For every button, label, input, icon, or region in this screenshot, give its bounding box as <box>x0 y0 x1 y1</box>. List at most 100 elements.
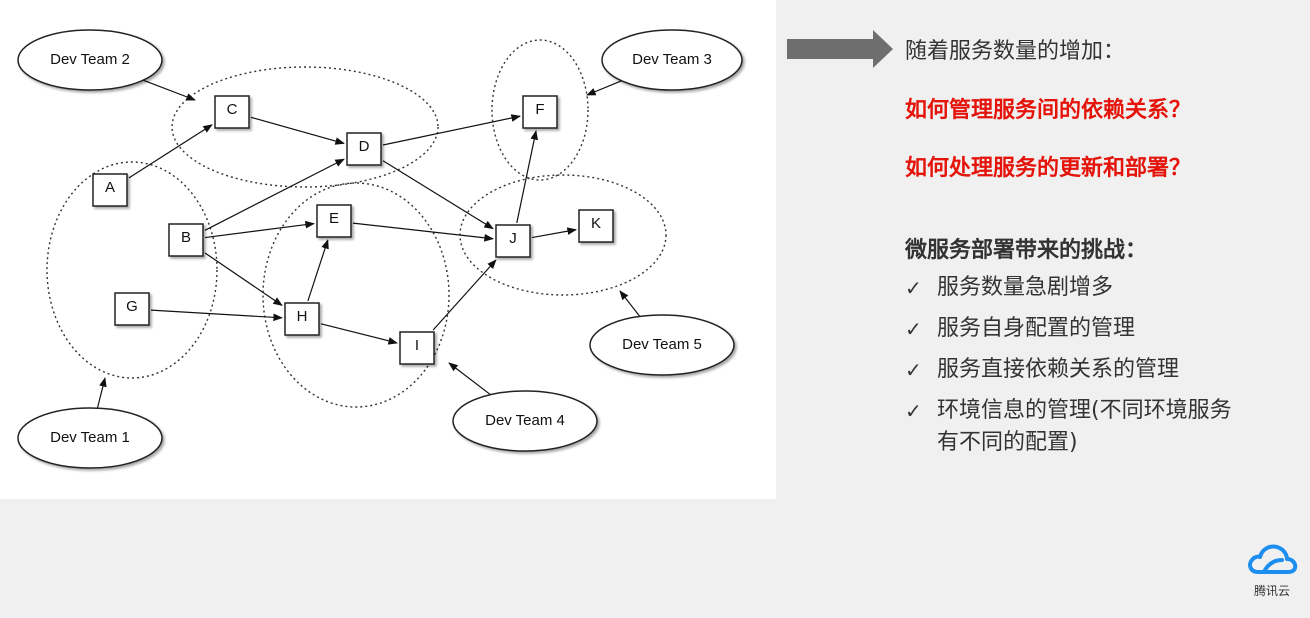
service-node-J: J <box>495 224 531 258</box>
team-groups <box>46 39 667 408</box>
service-node-A: A <box>92 173 128 207</box>
team-label: Dev Team 3 <box>632 51 712 68</box>
edge-J-F <box>516 130 539 224</box>
dev-teams: Dev Team 1 Dev Team 2 Dev Team 3 Dev Team 4… <box>17 29 743 469</box>
question-deployment: 如何处理服务的更新和部署？ <box>905 156 1192 181</box>
node-box <box>92 173 128 207</box>
node-label: F <box>535 101 544 118</box>
dev-team2: Dev Team 2 <box>17 29 163 91</box>
dev-team4: Dev Team 4 <box>452 390 598 452</box>
team-ellipse <box>452 390 598 452</box>
edge-C-D <box>250 116 345 145</box>
team-ellipse <box>601 29 743 91</box>
check-icon: ✓ <box>905 358 922 382</box>
node-label: K <box>591 215 601 232</box>
edge-team4-group4 <box>448 362 491 396</box>
node-label: E <box>329 210 339 227</box>
node-box <box>578 209 614 243</box>
dev-team3: Dev Team 3 <box>601 29 743 91</box>
edge-team1-group1 <box>96 377 107 409</box>
node-box <box>346 132 382 166</box>
challenge-text: 服务数量急剧增多 <box>937 275 1114 300</box>
team-group-boundary <box>459 174 667 296</box>
challenge-text: 环境信息的管理(不同环境服务有不同的配置) <box>937 398 1232 455</box>
node-box <box>214 95 250 129</box>
service-node-D: D <box>346 132 382 166</box>
team-group-boundary <box>46 161 218 379</box>
node-label: I <box>415 337 419 354</box>
check-icon: ✓ <box>905 399 922 423</box>
logo-text: 腾讯云 <box>1253 584 1290 598</box>
dev-team1: Dev Team 1 <box>17 407 163 469</box>
node-label: C <box>227 101 238 118</box>
edge-I-J <box>432 259 497 331</box>
question-dependency: 如何管理服务间的依赖关系？ <box>905 98 1192 123</box>
team-group-boundary <box>171 66 439 188</box>
team-group-boundary <box>262 182 450 408</box>
edge-team3-group3 <box>586 80 622 96</box>
team-label: Dev Team 2 <box>50 51 130 68</box>
challenge-title: 微服务部署带来的挑战： <box>905 238 1148 263</box>
challenge-list: ✓ 服务数量急剧增多 ✓ 服务自身配置的管理 ✓ 服务直接依赖关系的管理 ✓ 环… <box>905 272 1277 468</box>
node-label: A <box>105 179 115 196</box>
service-node-H: H <box>284 302 320 336</box>
edge-A-C <box>128 124 213 179</box>
team-ellipse <box>589 314 735 376</box>
service-node-I: I <box>399 331 435 365</box>
check-icon: ✓ <box>905 276 922 300</box>
node-label: G <box>126 298 138 315</box>
slide-toolbar <box>0 606 200 618</box>
list-item: ✓ 服务直接依赖关系的管理 <box>905 354 1277 386</box>
team-label: Dev Team 1 <box>50 429 130 446</box>
challenge-text: 服务直接依赖关系的管理 <box>937 357 1180 382</box>
tencent-cloud-logo: 腾讯云 <box>1244 538 1300 602</box>
team-group-boundary <box>491 39 589 181</box>
edge-B-D <box>204 158 345 231</box>
service-node-F: F <box>522 95 558 129</box>
intro-text: 随着服务数量的增加： <box>905 39 1126 64</box>
node-box <box>399 331 435 365</box>
edge-G-H <box>150 309 283 322</box>
node-label: J <box>509 230 517 247</box>
node-box <box>495 224 531 258</box>
node-label: H <box>297 308 308 325</box>
edge-team2-group2 <box>142 79 196 101</box>
edge-H-I <box>320 323 398 345</box>
edge-E-J <box>352 222 494 242</box>
team-label: Dev Team 5 <box>622 336 702 353</box>
node-box <box>168 223 204 257</box>
service-node-B: B <box>168 223 204 257</box>
node-box <box>114 292 150 326</box>
edge-B-E <box>204 220 315 239</box>
edge-B-H <box>204 252 283 306</box>
edge-H-E <box>307 239 329 302</box>
cloud-icon <box>1248 544 1298 574</box>
edge-J-K <box>531 227 577 239</box>
service-node-E: E <box>316 204 352 238</box>
service-node-C: C <box>214 95 250 129</box>
edge-team5-group5 <box>619 290 641 317</box>
team-ellipse <box>17 407 163 469</box>
node-label: B <box>181 229 191 246</box>
check-icon: ✓ <box>905 317 922 341</box>
node-label: D <box>359 138 370 155</box>
list-item: ✓ 服务自身配置的管理 <box>905 313 1277 345</box>
edge-D-J <box>382 160 494 230</box>
service-node-K: K <box>578 209 614 243</box>
team-ellipse <box>17 29 163 91</box>
list-item: ✓ 服务数量急剧增多 <box>905 272 1277 304</box>
node-box <box>522 95 558 129</box>
challenge-text: 服务自身配置的管理 <box>937 316 1136 341</box>
dependency-edges <box>96 79 641 409</box>
arrow-right-icon <box>787 30 893 68</box>
team-label: Dev Team 4 <box>485 412 565 429</box>
service-nodes: A B C D E F G H I J K <box>92 95 614 365</box>
edge-D-F <box>382 114 521 146</box>
node-box <box>316 204 352 238</box>
node-box <box>284 302 320 336</box>
list-item: ✓ 环境信息的管理(不同环境服务有不同的配置) <box>905 395 1247 459</box>
service-node-G: G <box>114 292 150 326</box>
